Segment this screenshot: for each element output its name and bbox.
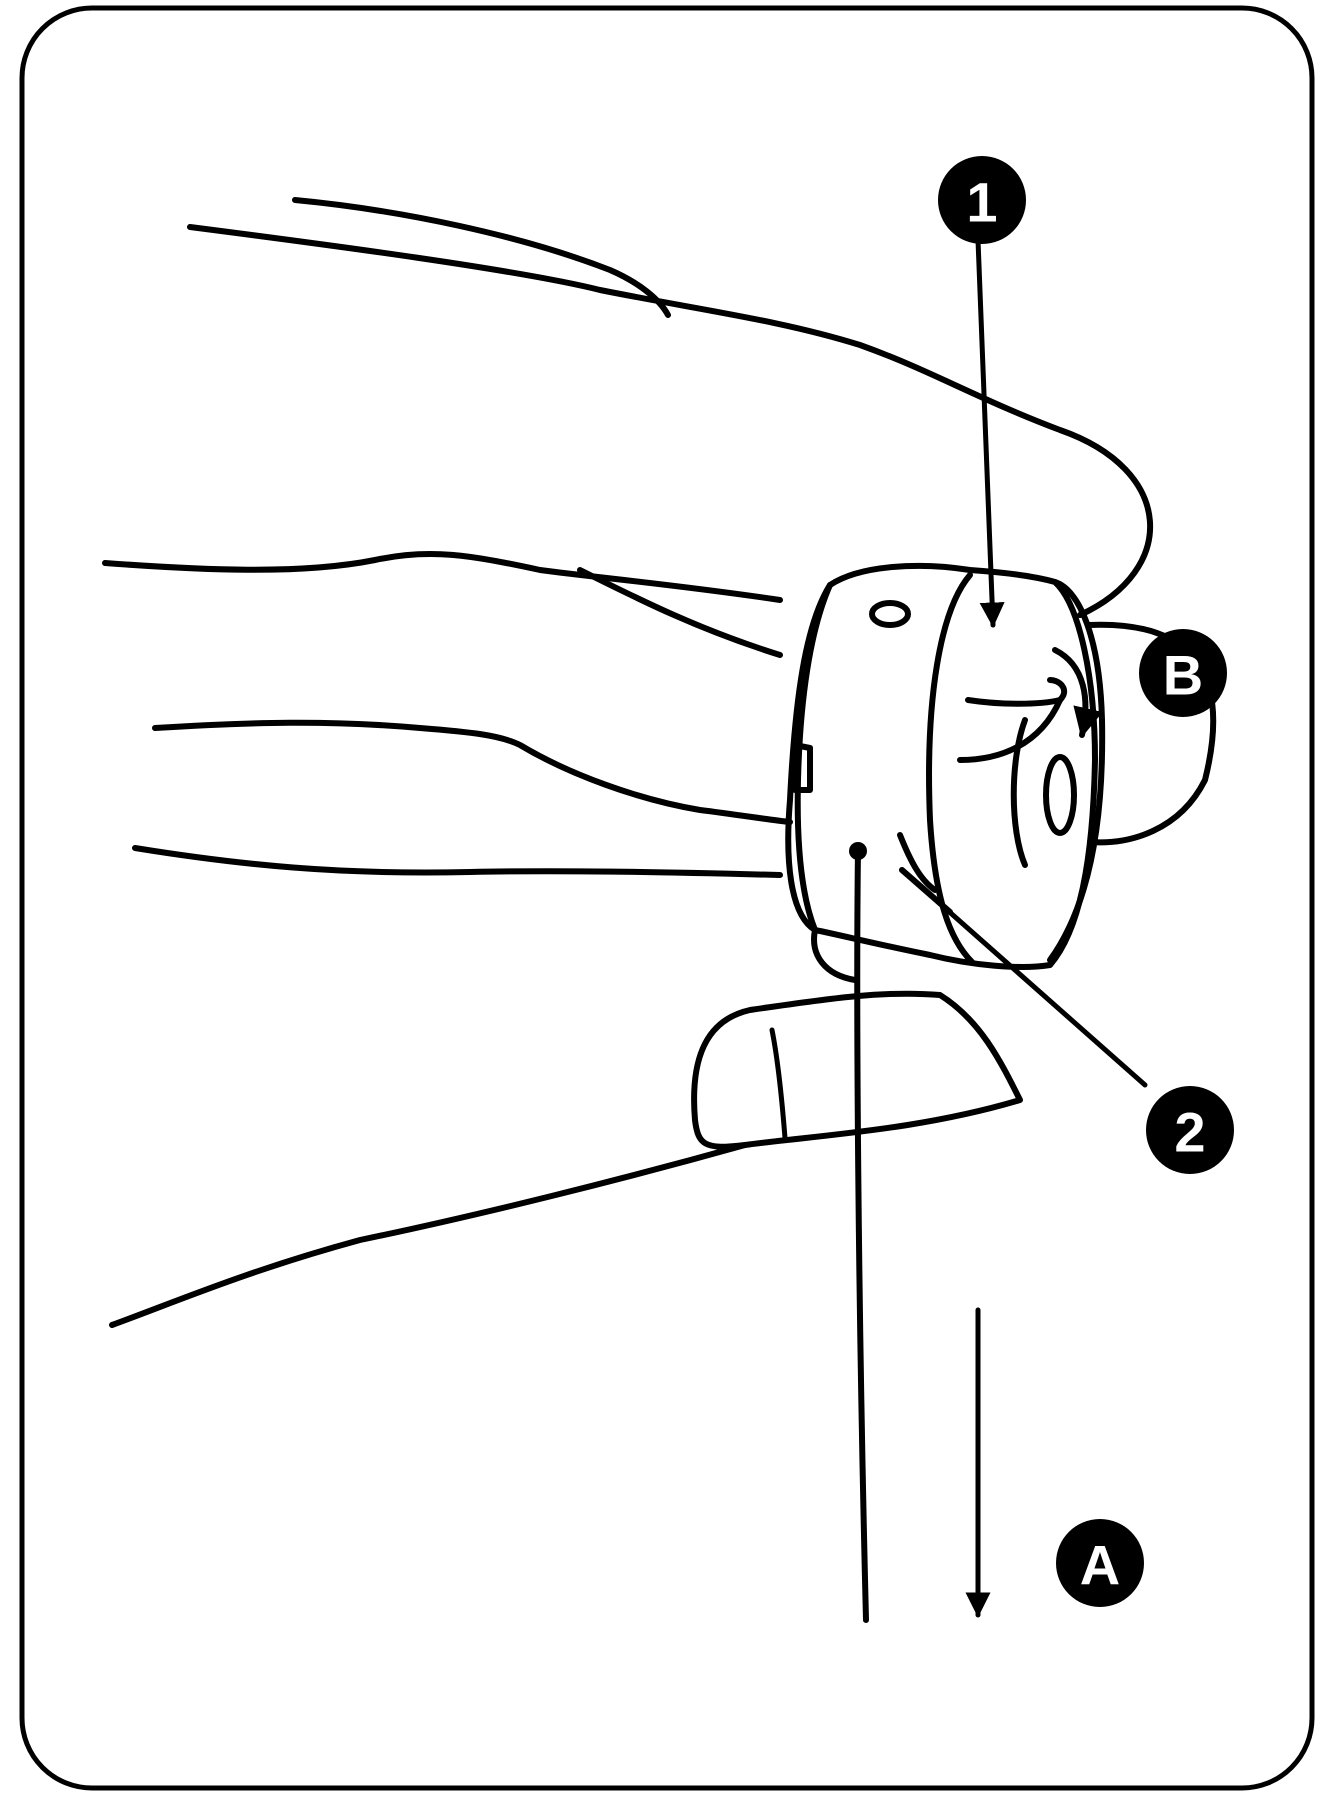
index-finger-nail: [292, 197, 671, 318]
callout-badge-b: B: [1139, 629, 1227, 717]
index-finger-upper: [187, 224, 1154, 618]
latch-screw: [869, 600, 911, 628]
callout-badge-a: A: [1056, 1519, 1144, 1607]
callout-2-pointer: [899, 867, 953, 915]
thumb-outline: [691, 990, 1023, 1150]
bobbin-case: [785, 562, 1106, 983]
bobbin-center-hole: [1043, 754, 1077, 836]
latch-lever-edge: [957, 697, 1063, 763]
callout-a-label: A: [1080, 1534, 1120, 1597]
ring-finger-upper: [132, 845, 783, 878]
thumb-nail-crease: [769, 1027, 788, 1141]
callout-1-label: 1: [966, 171, 997, 234]
bobbin-case-inner-line: [897, 832, 938, 893]
rotation-arrow: [1052, 647, 1103, 738]
thread-guide-hole: [849, 842, 867, 860]
callout-badge-1: 1: [938, 156, 1026, 244]
bobbin-thread: [854, 847, 869, 1623]
bobbin-case-body: [785, 562, 1098, 970]
bobbin-case-left-edge: [794, 582, 833, 933]
hand-drawing: [102, 197, 1217, 1328]
bobbin-case-rim: [926, 572, 975, 965]
latch-lever: [965, 677, 1068, 707]
index-finger-crease: [577, 567, 783, 658]
callout-2-label: 2: [1174, 1101, 1205, 1164]
index-finger-lower: [102, 550, 783, 603]
hinge-pin: [792, 742, 813, 793]
bobbin-case-bottom-tab: [811, 927, 858, 983]
callout-b-label: B: [1163, 644, 1203, 707]
middle-finger-upper: [152, 719, 793, 825]
callout-badge-2: 2: [1146, 1086, 1234, 1174]
bobbin-inner-circle: [1010, 717, 1028, 868]
frame-border: [19, 5, 1315, 1791]
palm-lower: [109, 1142, 748, 1328]
callout-1-leader: [975, 237, 1005, 628]
